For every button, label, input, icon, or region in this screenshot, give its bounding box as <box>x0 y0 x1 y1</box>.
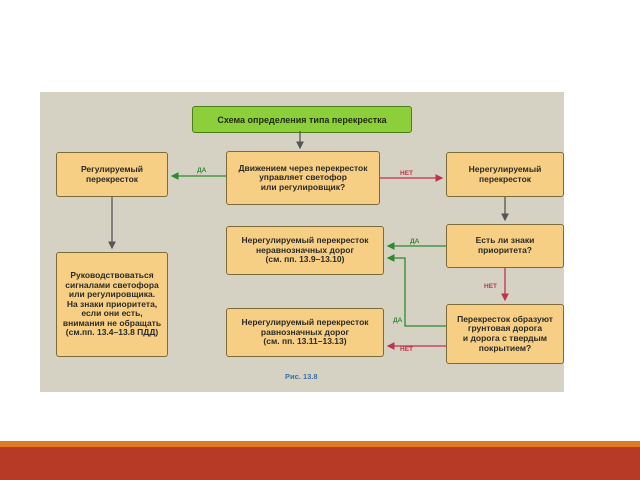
label-yes-3: ДА <box>393 317 403 324</box>
figure-caption: Рис. 13.8 <box>285 372 318 381</box>
node-question-road: Перекресток образуют грунтовая дорога и … <box>446 304 564 364</box>
footer-band <box>0 447 640 480</box>
node-equal: Нерегулируемый перекресток равнозначных … <box>226 308 384 357</box>
arrow-yes-road-to-unequal <box>386 254 446 327</box>
diagram-title: Схема определения типа перекрестка <box>192 106 412 133</box>
footer-band-accent <box>0 441 640 447</box>
node-instruction: Руководствоваться сигналами светофора ил… <box>56 252 168 357</box>
node-regulated: Регулируемый перекресток <box>56 152 168 197</box>
node-unregulated: Нерегулируемый перекресток <box>446 152 564 197</box>
node-question-signs: Есть ли знаки приоритета? <box>446 224 564 268</box>
node-question-signal: Движением через перекресток управляет св… <box>226 151 380 205</box>
label-no-1: НЕТ <box>400 170 413 177</box>
label-no-2: НЕТ <box>484 283 497 290</box>
label-no-3: НЕТ <box>400 346 413 353</box>
label-yes-2: ДА <box>410 238 420 245</box>
node-unequal: Нерегулируемый перекресток неравнозначны… <box>226 226 384 275</box>
label-yes-1: ДА <box>197 167 207 174</box>
